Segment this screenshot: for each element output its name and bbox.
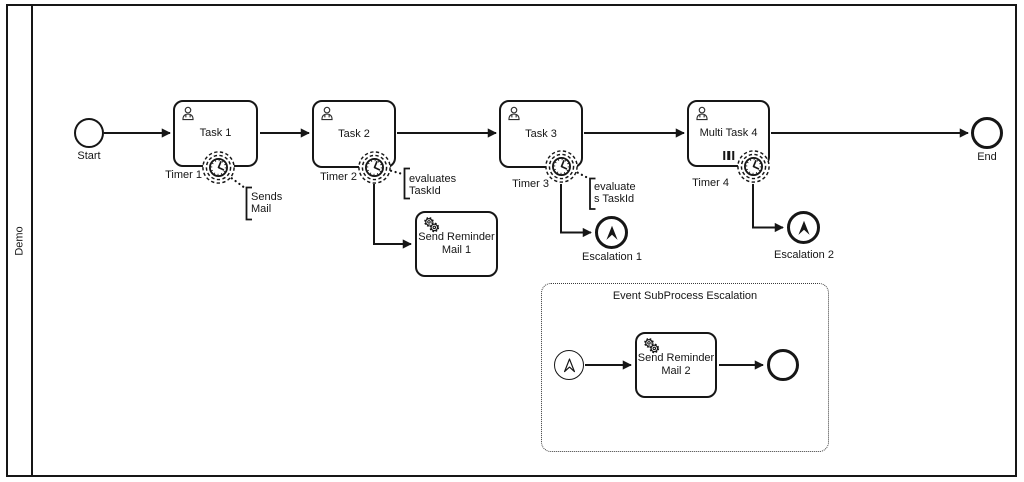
end-event[interactable] bbox=[971, 117, 1003, 149]
clock-icon bbox=[200, 149, 237, 186]
user-icon bbox=[694, 105, 710, 122]
end-event-label: End bbox=[977, 151, 997, 163]
clock-icon bbox=[735, 148, 772, 185]
annotation-line: evaluate bbox=[594, 181, 636, 193]
annotation-sends-mail[interactable]: Sends Mail bbox=[251, 191, 282, 215]
timer-4-boundary-event[interactable] bbox=[735, 148, 772, 185]
timer-4-label: Timer 4 bbox=[692, 177, 729, 189]
annotation-line: s TaskId bbox=[594, 193, 635, 205]
timer-2-boundary-event[interactable] bbox=[356, 149, 393, 186]
subprocess-escalation-start-event[interactable] bbox=[554, 350, 584, 380]
escalation-1-end-event[interactable] bbox=[595, 216, 628, 249]
timer-1-label: Timer 1 bbox=[165, 169, 202, 181]
pool-header[interactable]: Demo bbox=[8, 6, 33, 475]
annotation-evaluates-taskid-1[interactable]: evaluates TaskId bbox=[409, 173, 456, 197]
pool-label: Demo bbox=[13, 225, 26, 256]
user-icon bbox=[180, 105, 196, 122]
timer-3-label: Timer 3 bbox=[512, 178, 549, 190]
annotation-line: TaskId bbox=[409, 185, 441, 197]
escalation-arrow-icon bbox=[605, 225, 618, 240]
send-reminder-mail-1-task[interactable]: Send Reminder Mail 1 bbox=[415, 211, 498, 277]
user-icon bbox=[319, 105, 335, 122]
clock-icon bbox=[356, 149, 393, 186]
reminder-2-label: Send Reminder Mail 2 bbox=[637, 352, 715, 377]
escalation-2-label: Escalation 2 bbox=[774, 249, 834, 261]
send-reminder-mail-2-task[interactable]: Send Reminder Mail 2 bbox=[635, 332, 717, 398]
gears-icon bbox=[422, 216, 442, 235]
reminder-1-label: Send Reminder Mail 1 bbox=[418, 231, 495, 256]
gears-icon bbox=[642, 337, 662, 356]
annotation-evaluates-taskid-2[interactable]: evaluate s TaskId bbox=[594, 181, 636, 205]
annotation-line: evaluates bbox=[409, 173, 457, 185]
subprocess-title: Event SubProcess Escalation bbox=[612, 290, 758, 302]
annotation-line: Sends bbox=[251, 191, 283, 203]
escalation-arrow-outline-icon bbox=[563, 357, 575, 372]
start-event-label: Start bbox=[77, 150, 101, 162]
user-icon bbox=[506, 105, 522, 122]
pool-demo[interactable]: Demo bbox=[6, 4, 1017, 477]
task-4-label: Multi Task 4 bbox=[699, 127, 758, 139]
start-event[interactable] bbox=[74, 118, 104, 148]
subprocess-end-event[interactable] bbox=[767, 349, 799, 381]
task-2-label: Task 2 bbox=[338, 127, 370, 140]
escalation-arrow-icon bbox=[797, 220, 810, 235]
escalation-2-end-event[interactable] bbox=[787, 211, 820, 244]
parallel-multi-instance-marker bbox=[722, 151, 735, 160]
task-1-label: Task 1 bbox=[199, 127, 232, 139]
task-3-label: Task 3 bbox=[525, 127, 557, 140]
escalation-1-label: Escalation 1 bbox=[582, 251, 642, 263]
timer-1-boundary-event[interactable] bbox=[200, 149, 237, 186]
timer-2-label: Timer 2 bbox=[320, 171, 357, 183]
clock-icon bbox=[543, 148, 580, 185]
annotation-line: Mail bbox=[251, 203, 272, 215]
timer-3-boundary-event[interactable] bbox=[543, 148, 580, 185]
